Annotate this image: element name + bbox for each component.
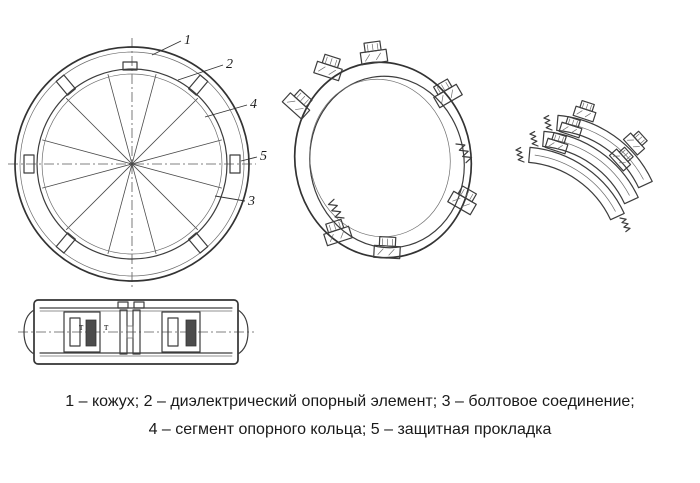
ring-inner-edge [42,74,222,254]
center-joint [118,302,144,354]
right-clamp-assembly [162,312,200,352]
front-view-drawing: 1 2 4 5 3 [8,33,267,290]
perspective-view-drawing [279,39,486,272]
callout-number-2: 2 [226,57,233,72]
callout-leaders [152,41,257,201]
leader-3 [215,196,245,201]
side-view-label-t2: т [104,322,109,333]
left-clamp-assembly [64,312,100,352]
leader-4 [205,105,247,117]
side-view-label-t1: т [79,322,84,333]
ring-segment [515,130,631,233]
leader-1 [152,41,181,55]
ring-tabs [24,62,240,253]
leader-2 [178,65,223,80]
caption-line-1: 1 – кожух; 2 – диэлектрический опорный э… [65,393,635,410]
callout-number-1: 1 [184,33,191,48]
caption-line-2: 4 – сегмент опорного кольца; 5 – защитна… [148,421,552,438]
side-view-body [34,300,238,364]
bolt-serrations [326,139,474,223]
radial-spokes [42,74,222,254]
segments-view-drawing [515,98,652,233]
callout-number-4: 4 [250,97,257,112]
figure-caption: 1 – кожух; 2 – диэлектрический опорный э… [0,388,700,444]
ring-mid-ellipse [296,64,478,260]
right-end-cap [238,310,248,354]
outer-casing-circle [15,47,249,281]
callout-number-5: 5 [260,149,267,164]
leader-5 [241,157,257,161]
ring-inner-circle [37,69,227,259]
ring-back-ellipse [297,68,462,248]
outer-casing-inner-edge [20,52,244,276]
side-view-drawing: т т [18,300,254,364]
ring-segment [543,98,652,187]
left-end-cap [24,310,34,354]
callout-number-3: 3 [247,194,255,209]
ring-segment [529,114,638,203]
ring-outer-ellipse [279,48,486,272]
